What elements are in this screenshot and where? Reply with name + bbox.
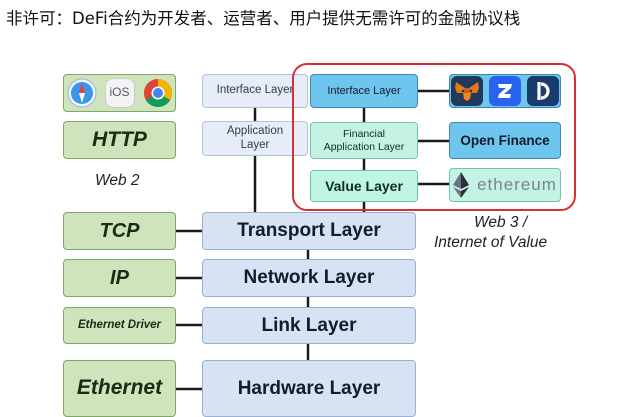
metamask-icon bbox=[451, 76, 483, 106]
application-layer-box: Application Layer bbox=[202, 121, 308, 156]
ethereum-label: ethereum bbox=[477, 175, 557, 195]
page-title: 非许可：DeFi合约为开发者、运营者、用户提供无需许可的金融协议栈 bbox=[6, 9, 521, 28]
wallet-icons-box bbox=[449, 74, 561, 108]
web3-interface-layer-box: Interface Layer bbox=[310, 74, 418, 108]
network-layer-box: Network Layer bbox=[202, 259, 416, 297]
http-box: HTTP bbox=[63, 121, 176, 159]
interface-layer-box: Interface Layer bbox=[202, 74, 308, 108]
ethereum-box: ethereum bbox=[449, 168, 561, 202]
web3-caption-line2: Internet of Value bbox=[434, 234, 548, 251]
tcp-box: TCP bbox=[63, 212, 176, 250]
value-layer-box: Value Layer bbox=[310, 170, 418, 202]
chrome-icon bbox=[143, 78, 173, 108]
web2-caption: Web 2 bbox=[95, 172, 140, 189]
zerion-icon bbox=[489, 76, 521, 106]
hardware-layer-box: Hardware Layer bbox=[202, 360, 416, 417]
browser-icons-box: iOS bbox=[63, 74, 176, 112]
ethereum-icon bbox=[453, 172, 470, 198]
transport-layer-box: Transport Layer bbox=[202, 212, 416, 250]
web3-caption-line1: Web 3 / bbox=[474, 214, 528, 231]
argent-icon bbox=[527, 76, 559, 106]
ethernet-driver-box: Ethernet Driver bbox=[63, 307, 176, 344]
ios-icon: iOS bbox=[104, 78, 135, 108]
safari-icon bbox=[67, 78, 97, 108]
web3-highlight-frame bbox=[292, 63, 576, 211]
ip-box: IP bbox=[63, 259, 176, 297]
ethernet-box: Ethernet bbox=[63, 360, 176, 417]
open-finance-box: Open Finance bbox=[449, 122, 561, 159]
link-layer-box: Link Layer bbox=[202, 307, 416, 344]
financial-application-layer-box: Financial Application Layer bbox=[310, 122, 418, 159]
